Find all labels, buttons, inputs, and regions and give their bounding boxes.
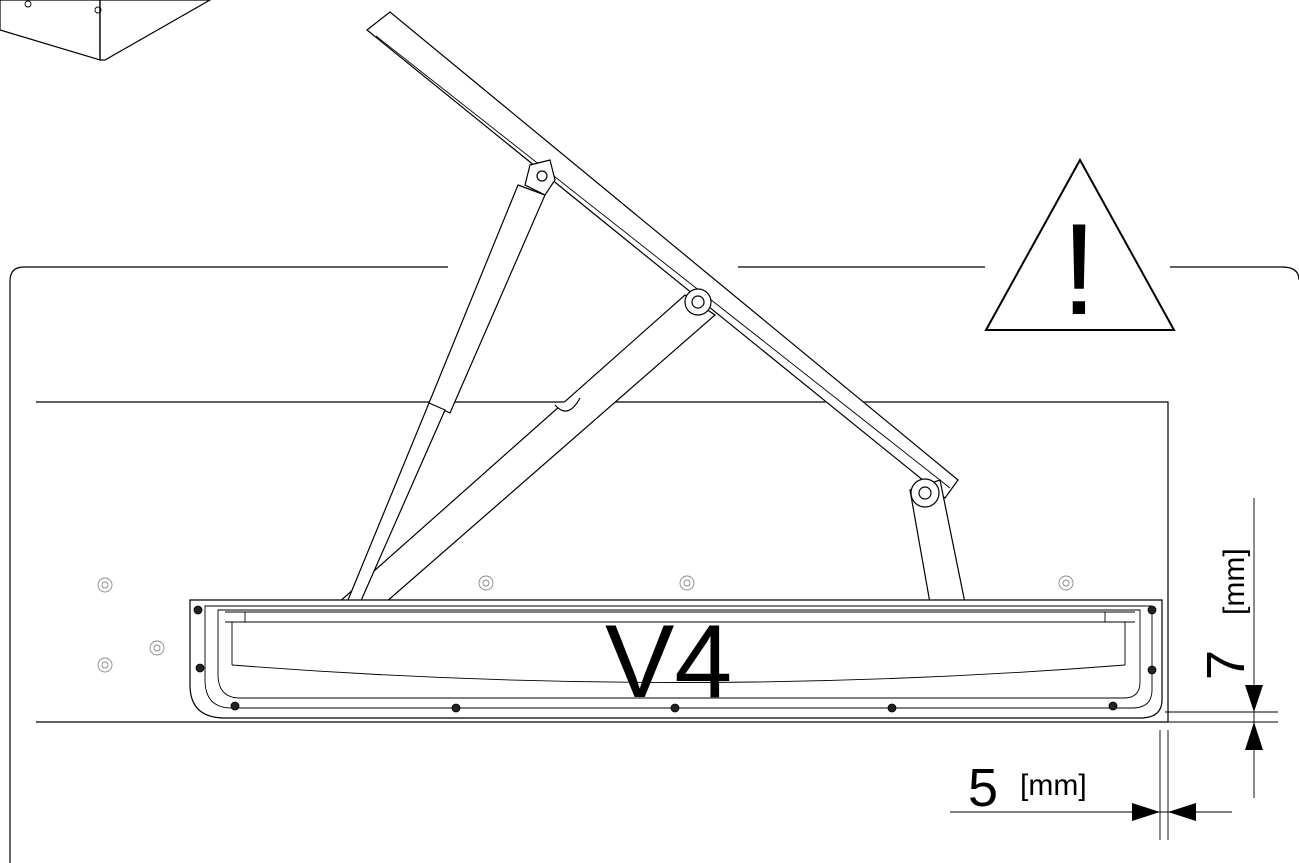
warning-triangle-icon: ! <box>984 157 1176 342</box>
model-label: V4 <box>605 604 732 720</box>
rear-link <box>909 478 966 604</box>
dimension-vertical-value: 7 <box>1196 650 1256 680</box>
lid-arm <box>366 11 959 499</box>
dimension-horizontal-unit: [mm] <box>1020 769 1087 802</box>
link-arm <box>336 288 716 604</box>
dimension-vertical-unit: [mm] <box>1218 548 1251 615</box>
warning-symbol: ! <box>1061 196 1097 342</box>
mounting-holes <box>97 575 1074 673</box>
dimension-vertical: 7 [mm] <box>1165 498 1278 798</box>
gas-strut <box>347 159 556 604</box>
dimension-horizontal: 5 [mm] <box>950 730 1232 840</box>
dimension-horizontal-value: 5 <box>968 758 998 818</box>
frame-tray <box>189 599 1163 719</box>
inner-panel <box>36 401 1169 723</box>
corner-box <box>0 0 212 61</box>
screws <box>193 605 1157 713</box>
